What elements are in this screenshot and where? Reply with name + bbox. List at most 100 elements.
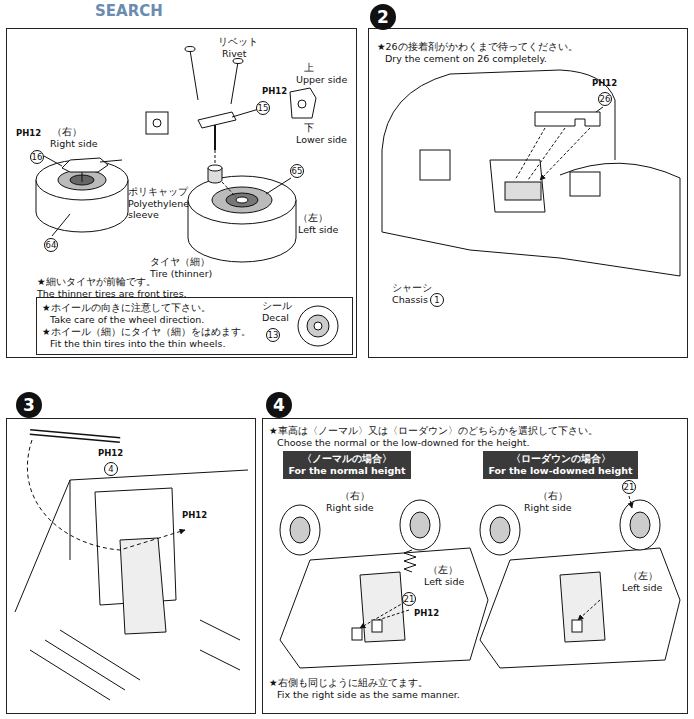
part-slot <box>505 182 541 200</box>
steering-shaft <box>214 125 216 150</box>
chassis-tunnel <box>360 572 405 642</box>
part-ref: PH12 <box>182 510 207 521</box>
assembly-arrow <box>515 128 590 180</box>
side-label: （右） <box>538 490 568 501</box>
mount-post <box>372 620 382 632</box>
side-label: Right side <box>524 502 572 513</box>
wheel-hub <box>490 517 510 543</box>
assembly-arrow <box>27 440 185 550</box>
part-label: Decal <box>262 312 289 323</box>
part-label: Chassis <box>392 294 428 305</box>
small-part-hole <box>153 119 161 127</box>
part-label: 上 <box>304 62 314 73</box>
side-label: Right side <box>50 138 98 149</box>
axle-pin <box>82 160 122 182</box>
callout-number: 15 <box>256 101 270 115</box>
side-label: （右） <box>340 490 370 501</box>
wheel-hub <box>410 512 430 538</box>
part-label: Tire (thinner) <box>150 268 212 279</box>
side-label: （左） <box>428 564 458 575</box>
note-text: ★ホイール（細）にタイヤ（細）をはめます。 <box>42 326 251 337</box>
part-label: シール <box>262 300 292 311</box>
note-text: ★右側も同じように組み立てます。 <box>269 677 428 688</box>
note-text: Take care of the wheel direction. <box>50 314 204 325</box>
wheel <box>620 500 660 550</box>
side-label: （左） <box>298 212 328 223</box>
chassis-body <box>382 70 615 232</box>
chassis-block <box>420 150 450 180</box>
chassis-tunnel <box>560 572 605 642</box>
assembly-arrow <box>629 496 632 508</box>
mount-post <box>352 628 362 640</box>
part-label: Rivet <box>222 48 246 59</box>
option-header: 〈ローダウンの場合〉For the low-downed height <box>483 451 638 479</box>
callout-number: 1 <box>430 293 444 307</box>
header-text: 〈ノーマルの場合〉 <box>302 453 392 464</box>
callout-number: 64 <box>44 238 58 252</box>
steering-part <box>198 112 236 128</box>
callout-number: 26 <box>598 92 612 106</box>
orientation-icon <box>290 88 316 118</box>
wheel <box>280 505 320 555</box>
axle-part <box>62 158 108 172</box>
note-text: Fit the thin tires into the thin wheels. <box>50 338 225 349</box>
wheel-hub <box>630 512 650 538</box>
wheel <box>400 500 440 550</box>
leader-line <box>44 109 291 236</box>
step-panel: 2★26の接着剤がかわくまで待ってください。Dry the cement on … <box>368 28 688 358</box>
poly-sleeve-top <box>208 165 222 171</box>
step-number: 3 <box>16 392 42 418</box>
callout-number: 21 <box>622 480 636 494</box>
callout-number: 21 <box>402 592 416 606</box>
small-part <box>146 112 168 134</box>
chassis-tunnel <box>120 538 166 634</box>
chassis-edge <box>382 232 680 276</box>
part-4-bar-inner <box>30 432 120 440</box>
chassis-fender <box>560 163 680 276</box>
wheel-hole <box>236 197 248 203</box>
note-text: ★ホイールの向きに注意して下さい。 <box>42 302 211 313</box>
note-text: ★車高は〈ノーマル〉又は〈ローダウン〉のどちらかを選択して下さい。 <box>269 425 598 436</box>
watermark: SEARCH <box>95 3 163 20</box>
side-label: Left side <box>298 224 338 235</box>
decal-center <box>314 322 322 330</box>
part-label: リベット <box>218 36 258 47</box>
side-label: Right side <box>326 502 374 513</box>
spring <box>404 550 416 572</box>
side-label: Left side <box>424 576 464 587</box>
orientation-hole <box>298 100 306 108</box>
step-panel: 4★車高は〈ノーマル〉又は〈ローダウン〉のどちらかを選択して下さい。Choose… <box>262 418 688 714</box>
note-text: Choose the normal or the low-downed for … <box>277 437 530 448</box>
note-text: Fix the right side as the same manner. <box>277 689 460 700</box>
part-label: Lower side <box>296 134 347 145</box>
tire-top <box>188 176 296 224</box>
part-label: シャーシ <box>392 282 432 293</box>
wheel <box>480 505 520 555</box>
part-label: ポリキャップ <box>128 186 188 197</box>
note-text: ★細いタイヤが前輪です。 <box>37 276 156 287</box>
header-text: 〈ローダウンの場合〉 <box>511 453 611 464</box>
chassis-plate <box>280 548 488 668</box>
step-number: 2 <box>370 4 396 30</box>
header-text: For the normal height <box>288 465 405 476</box>
rivet-head <box>233 59 243 64</box>
chassis-plate <box>480 548 680 668</box>
part-label: タイヤ（細） <box>150 256 210 267</box>
part-4-bar <box>30 432 120 440</box>
callout-number: 16 <box>30 150 44 164</box>
side-label: Left side <box>622 582 662 593</box>
chassis-edge <box>70 480 71 560</box>
part-ref: PH12 <box>414 608 439 619</box>
guide-line <box>215 150 236 197</box>
part-label: Polyethylene sleeve <box>128 198 190 220</box>
part-label: Upper side <box>296 74 347 85</box>
part-ref: PH12 <box>16 128 41 139</box>
assembly-arrow <box>578 600 600 620</box>
side-label: （左） <box>628 570 658 581</box>
wheel-center <box>226 193 258 207</box>
part-label: 下 <box>304 122 314 133</box>
